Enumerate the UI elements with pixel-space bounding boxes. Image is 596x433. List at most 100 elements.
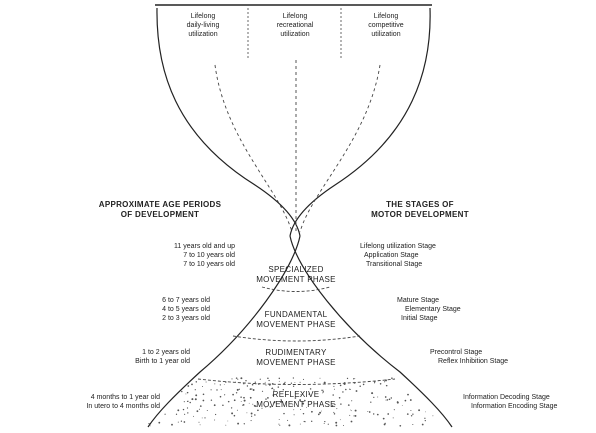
phase-line: RUDIMENTARY	[230, 348, 362, 358]
sand-speckle	[216, 389, 217, 390]
sand-speckle	[349, 415, 350, 416]
phase-line: REFLEXIVE	[230, 390, 362, 400]
sand-speckle	[384, 381, 385, 382]
sand-speckle	[203, 393, 205, 395]
top-label-line: recreational	[256, 21, 334, 30]
sand-speckle	[377, 397, 378, 398]
sand-speckle	[373, 397, 374, 398]
sand-speckle	[288, 424, 290, 426]
sand-speckle	[351, 410, 352, 411]
sand-speckle	[195, 389, 196, 390]
sand-speckle	[311, 411, 313, 413]
sand-speckle	[359, 385, 360, 386]
sand-speckle	[200, 405, 202, 407]
sand-speckle	[344, 383, 346, 385]
sand-speckle	[432, 415, 433, 416]
sand-speckle	[245, 380, 246, 381]
age-periods-heading: APPROXIMATE AGE PERIODS OF DEVELOPMENT	[70, 200, 250, 220]
heading-line: THE STAGES OF	[345, 200, 495, 210]
sand-speckle	[324, 423, 325, 424]
sand-speckle	[278, 386, 279, 387]
sand-speckle	[424, 418, 425, 419]
sand-speckle	[425, 412, 426, 413]
stage-line: Application Stage	[360, 251, 560, 260]
sand-speckle	[184, 401, 185, 402]
sand-speckle	[164, 414, 165, 415]
sand-speckle	[407, 413, 409, 415]
top-label-line: daily-living	[168, 21, 238, 30]
sand-speckle	[369, 411, 371, 413]
sand-speckle	[410, 410, 411, 411]
sand-speckle	[344, 382, 345, 383]
sand-speckle	[260, 379, 261, 380]
sand-speckle	[305, 421, 306, 422]
sand-speckle	[177, 409, 179, 411]
stage-line: Initial Stage	[397, 314, 577, 323]
age-line: 7 to 10 years old	[40, 260, 235, 269]
sand-speckle	[279, 425, 280, 426]
phase-fundamental: FUNDAMENTAL MOVEMENT PHASE	[238, 310, 354, 330]
sand-speckle	[279, 381, 280, 382]
top-label-line: Lifelong	[256, 12, 334, 21]
age-line: 1 to 2 years old	[10, 348, 190, 357]
stage-line: Elementary Stage	[397, 305, 577, 314]
sand-speckle	[227, 421, 228, 422]
sand-speckle	[386, 385, 388, 387]
stage-line: Transitional Stage	[360, 260, 560, 269]
sand-speckle	[215, 414, 216, 415]
sand-speckle	[389, 398, 391, 400]
ages-fundamental: 6 to 7 years old 4 to 5 years old 2 to 3…	[20, 296, 210, 323]
sand-speckle	[340, 419, 341, 420]
sand-speckle	[343, 425, 344, 426]
phase-divider-rudimentary	[198, 379, 395, 385]
phase-line: MOVEMENT PHASE	[230, 358, 362, 368]
sand-speckle	[231, 378, 232, 379]
sand-speckle	[300, 382, 301, 383]
sand-speckle	[184, 421, 186, 423]
sand-speckle	[189, 402, 191, 404]
sand-speckle	[267, 378, 269, 380]
sand-speckle	[220, 384, 221, 385]
sand-speckle	[240, 377, 242, 379]
sand-speckle	[320, 378, 321, 379]
sand-speckle	[300, 424, 301, 425]
heading-line: OF DEVELOPMENT	[70, 210, 250, 220]
stage-line: Mature Stage	[397, 296, 577, 305]
top-label-line: Lifelong	[168, 12, 238, 21]
sand-speckle	[385, 379, 387, 381]
phase-line: MOVEMENT PHASE	[246, 275, 346, 285]
sand-speckle	[318, 414, 320, 416]
sand-speckle	[214, 404, 216, 406]
sand-speckle	[214, 420, 215, 421]
sand-speckle	[235, 382, 236, 383]
sand-speckle	[183, 409, 184, 410]
sand-speckle	[207, 410, 208, 411]
ages-specialized: 11 years old and up 7 to 10 years old 7 …	[40, 242, 235, 269]
sand-speckle	[237, 379, 238, 380]
sand-speckle	[234, 415, 236, 417]
age-line: 7 to 10 years old	[40, 251, 235, 260]
sand-speckle	[268, 380, 269, 381]
sand-speckle	[195, 398, 197, 400]
age-line: 4 to 5 years old	[20, 305, 210, 314]
sand-speckle	[188, 401, 189, 402]
stage-line: Information Encoding Stage	[463, 402, 593, 411]
sand-speckle	[224, 384, 225, 385]
stages-fundamental: Mature Stage Elementary Stage Initial St…	[397, 296, 577, 323]
sand-speckle	[231, 412, 233, 414]
sand-speckle	[259, 383, 260, 384]
sand-speckle	[196, 410, 198, 412]
sand-speckle	[220, 396, 222, 398]
ages-rudimentary: 1 to 2 years old Birth to 1 year old	[10, 348, 190, 366]
sand-speckle	[236, 377, 238, 379]
age-line: 4 months to 1 year old	[0, 393, 160, 402]
sand-speckle	[385, 396, 387, 398]
sand-speckle	[158, 422, 160, 424]
sand-speckle	[354, 382, 356, 384]
age-line: In utero to 4 months old	[0, 402, 160, 411]
sand-speckle	[371, 392, 373, 394]
heading-line: APPROXIMATE AGE PERIODS	[70, 200, 250, 210]
sand-speckle	[425, 420, 426, 421]
sand-speckle	[355, 415, 357, 417]
stage-line: Information Decoding Stage	[463, 393, 593, 402]
